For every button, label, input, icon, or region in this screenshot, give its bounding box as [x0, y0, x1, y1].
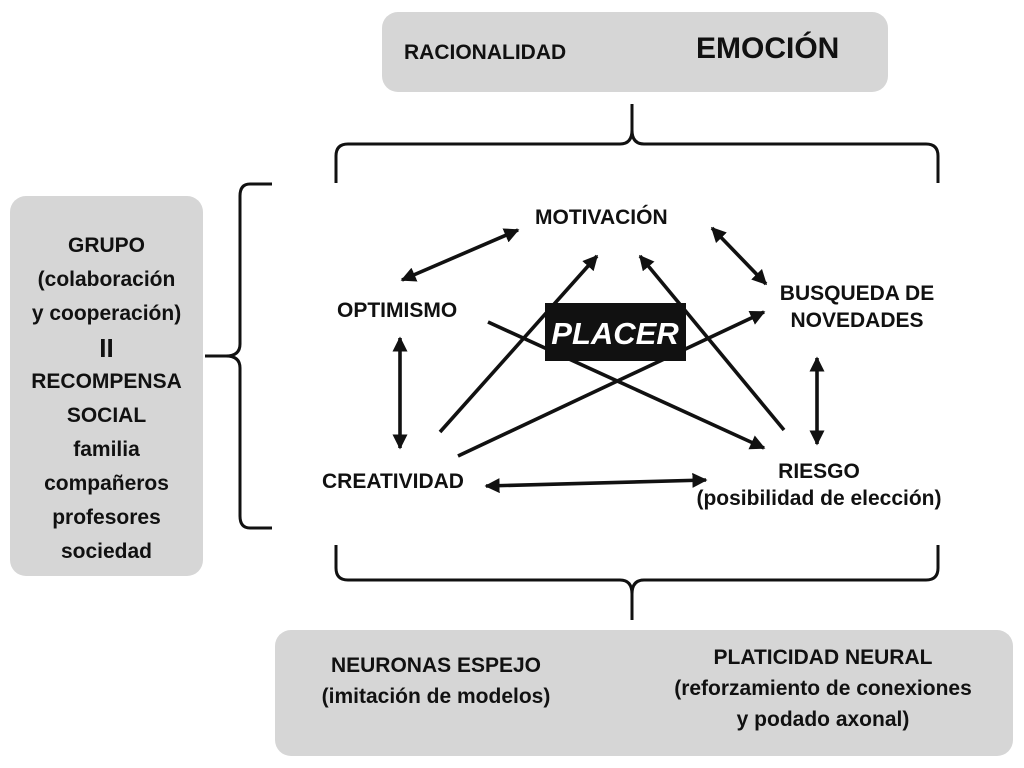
arrow-creatividad-motivacion — [438, 254, 599, 434]
neuronas-espejo-text: NEURONAS ESPEJO (imitación de modelos) — [290, 650, 582, 712]
arrow-riesgo-motivacion — [638, 254, 786, 432]
left-line-companeros: compañeros — [44, 472, 169, 495]
left-line-grupo: GRUPO — [67, 234, 145, 257]
left-box — [10, 196, 203, 576]
arrow-optimismo-motivacion — [400, 228, 520, 282]
left-line-familia: familia — [73, 438, 140, 461]
left-line-recompensa: RECOMPENSA — [31, 370, 182, 393]
plasticidad-line1: PLATICIDAD NEURAL — [713, 646, 933, 669]
node-riesgo: RIESGO (posibilidad de elección) — [672, 459, 966, 513]
left-line-profesores: profesores — [52, 506, 161, 529]
group-reward-text: GRUPO (colaboración y cooperación) II RE… — [10, 229, 203, 569]
plasticidad-line2: (reforzamiento de conexiones — [674, 677, 972, 700]
top-brace — [334, 104, 940, 183]
bottom-box — [275, 630, 1013, 756]
node-riesgo-line2: (posibilidad de elección) — [696, 486, 942, 510]
left-line-cooperacion: y cooperación) — [31, 302, 182, 325]
left-line-colaboracion: (colaboración — [37, 268, 176, 291]
left-line-sociedad: sociedad — [60, 540, 153, 563]
top-box — [382, 12, 888, 92]
node-optimismo: OPTIMISMO — [337, 299, 458, 322]
node-busqueda-line2: NOVEDADES — [790, 308, 924, 332]
emocion-label: EMOCIÓN — [696, 32, 840, 65]
arrow-optimismo-riesgo — [487, 320, 766, 450]
placer-label: PLACER — [551, 316, 679, 351]
node-motivacion: MOTIVACIÓN — [535, 206, 668, 229]
node-creatividad: CREATIVIDAD — [322, 470, 464, 493]
left-line-equals: II — [99, 333, 114, 363]
placer-box — [545, 303, 686, 361]
neuronas-line2: (imitación de modelos) — [321, 685, 551, 708]
bottom-brace — [334, 545, 940, 620]
left-line-social: SOCIAL — [66, 404, 147, 427]
plasticidad-neural-text: PLATICIDAD NEURAL (reforzamiento de cone… — [640, 642, 1006, 735]
arrow-creatividad-busqueda — [457, 310, 766, 458]
node-busqueda-line1: BUSQUEDA DE — [779, 282, 935, 305]
neuronas-line1: NEURONAS ESPEJO — [330, 654, 542, 677]
arrow-motivacion-busqueda — [710, 226, 768, 286]
arrow-creatividad-riesgo — [484, 472, 708, 494]
racionalidad-label: RACIONALIDAD — [404, 41, 567, 64]
node-riesgo-line1: RIESGO — [778, 460, 860, 483]
plasticidad-line3: y podado axonal) — [736, 708, 910, 731]
node-busqueda-novedades: BUSQUEDA DE NOVEDADES — [768, 281, 946, 335]
left-brace — [205, 182, 272, 530]
